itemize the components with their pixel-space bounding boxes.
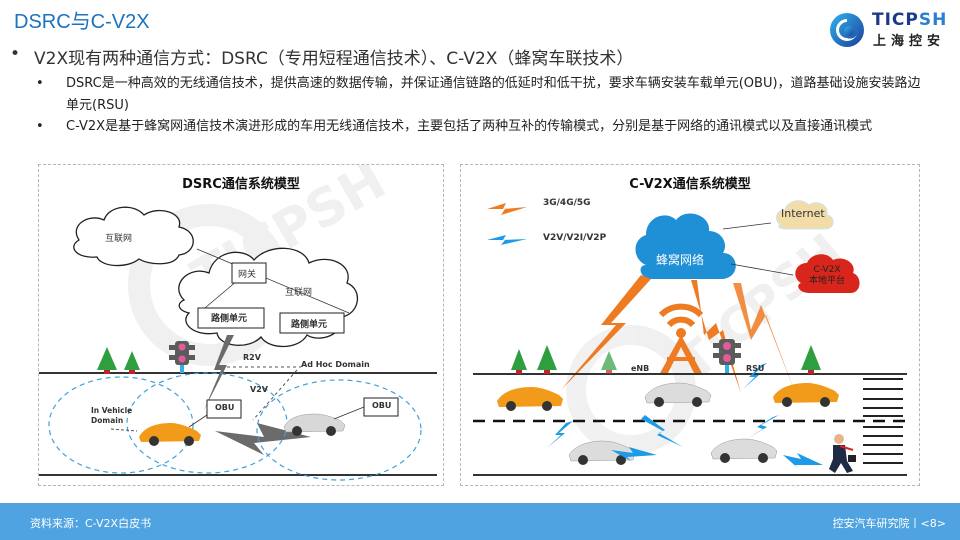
rsu-label-2: 路侧单元 [291, 320, 328, 330]
logo-swirl-icon [830, 13, 864, 47]
company-logo: TICPSH 上海控安 [826, 10, 956, 50]
direct-link-bolt [743, 415, 779, 441]
bullet-marker: • [36, 76, 44, 91]
cellular-bolt-icon [487, 203, 527, 215]
pedestrian-icon [829, 434, 856, 473]
direct-bolt-icon [487, 235, 527, 245]
car-orange [497, 387, 563, 411]
legend-direct-label: V2V/V2I/V2P [543, 233, 607, 243]
internet-cloud-small [73, 206, 194, 267]
rsu-label-1: 路侧单元 [211, 314, 248, 324]
sub-bullet-text: C-V2X是基于蜂窝网通信技术演进形成的车用无线通信技术，主要包括了两种互补的传… [66, 119, 873, 134]
cv2x-platform-label: C-V2X 本地平台 [801, 265, 853, 287]
car-orange [139, 423, 201, 446]
bullet-marker: • [36, 119, 44, 134]
in-vehicle-domain-label: In Vehicle Domain [91, 406, 132, 426]
tree-icon [97, 347, 117, 374]
main-bullet-text: V2X现有两种通信方式：DSRC（专用短程通信技术）、C-V2X（蜂窝车联技术） [34, 49, 634, 69]
dsrc-diagram: TICPSH [39, 165, 437, 481]
coverage-zone [256, 379, 422, 481]
v2v-label: V2V [250, 385, 268, 394]
legend-cellular-label: 3G/4G/5G [543, 198, 591, 208]
in-vehicle-label-line1: In Vehicle [91, 406, 133, 415]
cv2x-diagram: TICPSH [473, 200, 907, 476]
direct-link-bolt [783, 453, 823, 469]
tree-icon [124, 351, 140, 374]
rsu-traffic-light-icon [713, 339, 741, 374]
logo-text-en-part2: SH [918, 10, 948, 30]
internet-cloud [775, 200, 834, 230]
logo-text-cn: 上海控安 [873, 34, 946, 49]
car-silver [568, 440, 636, 465]
dsrc-panel: DSRC通信系统模型 TICPSH [38, 164, 444, 486]
rsu-box-2 [279, 312, 345, 334]
page-title: DSRC与C-V2X [14, 11, 150, 33]
car-silver [644, 382, 712, 407]
enb-tower-icon [658, 303, 704, 375]
traffic-light-icon [169, 341, 195, 373]
cellular-network-label: 蜂窝网络 [656, 253, 705, 267]
v2v-line [252, 369, 298, 421]
cv2x-panel: C-V2X通信系统模型 TICPSH [460, 164, 920, 486]
enb-label: eNB [631, 364, 650, 373]
link-line [730, 263, 794, 276]
r2v-label: R2V [243, 353, 261, 362]
logo-text-en: TICPSH [872, 10, 947, 30]
internet-label: Internet [781, 207, 825, 220]
obu-box-1 [206, 399, 242, 419]
rsu-label: RSU [746, 364, 765, 373]
logo-text-en-part1: TICP [872, 10, 919, 30]
tree-icon [537, 345, 557, 374]
cellular-network-cloud [635, 213, 736, 279]
tree-icon [801, 345, 821, 374]
footer-source: 资料来源：C-V2X白皮书 [30, 517, 152, 530]
footer-bar: 资料来源：C-V2X白皮书 控安汽车研究院丨<8> [0, 503, 960, 540]
car-silver [283, 413, 346, 436]
gateway-box [231, 262, 267, 284]
cv2x-platform-label-line1: C-V2X [813, 265, 841, 275]
cellular-link-bolt [733, 283, 796, 395]
obu-pointer [333, 406, 365, 420]
bullet-marker: • [10, 44, 21, 64]
footer-institute-page: 控安汽车研究院丨<8> [832, 517, 946, 530]
tree-icon [511, 349, 527, 374]
cellular-link-bolt [561, 275, 651, 390]
sub-bullet-text: DSRC是一种高效的无线通信技术，提供高速的数据传输，并保证通信链路的低延时和低… [66, 76, 921, 113]
tree-icon [601, 351, 617, 374]
cv2x-panel-title: C-V2X通信系统模型 [629, 177, 751, 192]
obu-label-2: OBU [372, 401, 392, 410]
direct-link-bolt [641, 415, 683, 447]
dsrc-panel-title: DSRC通信系统模型 [182, 177, 300, 192]
obu-pointer [188, 414, 208, 428]
direct-link-bolt [547, 421, 573, 448]
cv2x-platform-cloud [795, 254, 860, 293]
gateway-label: 网关 [238, 270, 257, 280]
car-silver [710, 438, 778, 463]
direct-link-bolt [611, 447, 657, 461]
car-orange [773, 383, 839, 407]
in-vehicle-label-line2: Domain [91, 416, 124, 425]
ad-hoc-domain-label: Ad Hoc Domain [301, 360, 370, 369]
in-vehicle-domain-zone [48, 376, 194, 474]
internet-label-1: 互联网 [105, 234, 133, 244]
direct-link-bolt [743, 363, 767, 389]
internet-label-2: 互联网 [285, 288, 313, 298]
rsu-box-1 [197, 307, 265, 329]
pointer-line [110, 428, 138, 432]
obu-box-2 [363, 397, 399, 417]
obu-label-1: OBU [215, 403, 235, 412]
link-line [722, 222, 772, 230]
cellular-link-bolt [691, 280, 741, 393]
link-line [196, 248, 350, 314]
crosswalk [863, 378, 903, 464]
cv2x-platform-label-line2: 本地平台 [808, 276, 845, 286]
